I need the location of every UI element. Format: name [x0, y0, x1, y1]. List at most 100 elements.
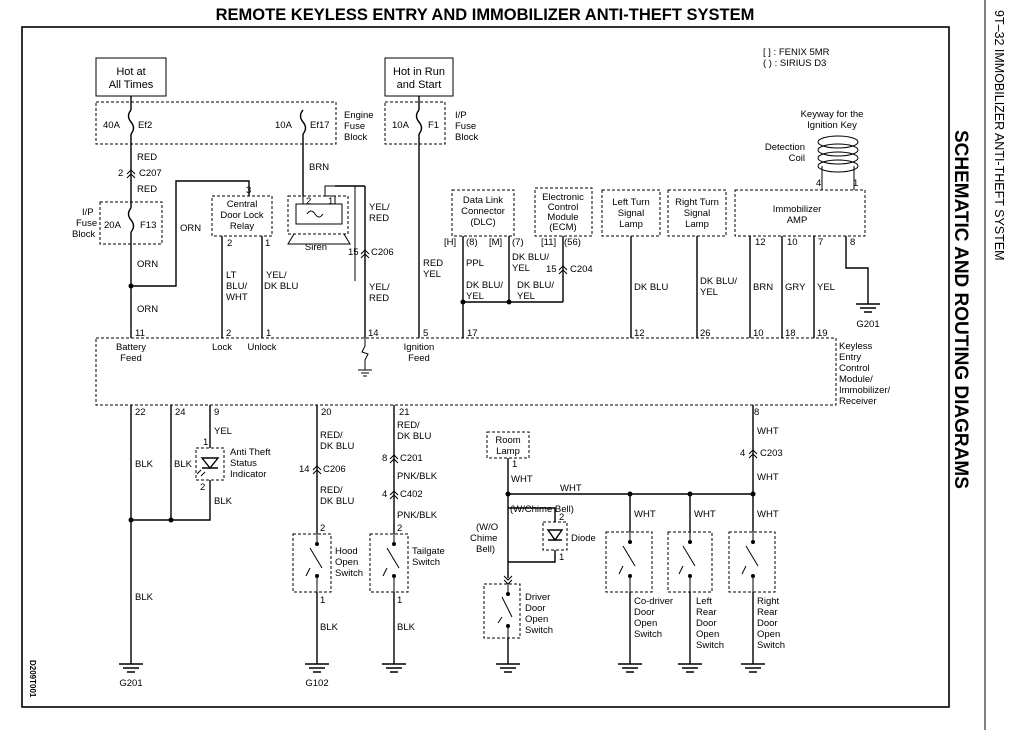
codriver-switch-label-3: Open: [634, 618, 657, 629]
wire-red-2: RED: [137, 184, 157, 195]
right-rear-switch-label-1: Right: [757, 596, 780, 607]
module-label-3: Control: [839, 363, 870, 374]
amp-pin-4: 4: [816, 178, 821, 189]
wire-red-yel-1: RED: [423, 258, 443, 269]
wire-red-dkblu-3: RED/: [320, 485, 343, 496]
wire-wht-right-2: WHT: [757, 509, 779, 520]
wire-red-yel-2: YEL: [423, 269, 441, 280]
module-pin-8: 8: [754, 407, 759, 418]
module-pin-26: 26: [700, 328, 711, 339]
module-label-4: Module/: [839, 374, 873, 385]
dlc-pin-8: (8): [466, 237, 478, 248]
wire-yel-red-3: YEL/: [369, 282, 390, 293]
ecm-label-3: Module: [547, 212, 578, 223]
wire-yel-amp: YEL: [817, 282, 835, 293]
diode-box: [542, 521, 568, 551]
c201-label: C201: [400, 453, 423, 464]
driver-switch-label-2: Door: [525, 603, 546, 614]
indicator-pin-1: 1: [203, 437, 208, 448]
ef17-label: Ef17: [310, 120, 330, 131]
ip-fuse-block-label-1: I/P: [455, 110, 467, 121]
module-label-5: Immobilizer/: [839, 385, 891, 396]
wire-orn-1: ORN: [137, 259, 158, 270]
wire-brn: BRN: [309, 162, 329, 173]
tailgate-label-1: Tailgate: [412, 546, 445, 557]
c204-label: C204: [570, 264, 593, 275]
c203-pin: 4: [740, 448, 745, 459]
amp-label-1: Immobilizer: [773, 204, 822, 215]
wire-red-dkblu-5: RED/: [397, 420, 420, 431]
hood-switch-label-3: Switch: [335, 568, 363, 579]
ecm-box: [534, 187, 593, 237]
module-pin-19: 19: [817, 328, 828, 339]
dlc-label-2: Connector: [461, 206, 505, 217]
detection-coil-label-2: Coil: [789, 153, 805, 164]
rtsl-label-1: Right Turn: [675, 197, 719, 208]
diagram-frame: [21, 26, 950, 708]
indicator-pin-2: 2: [200, 482, 205, 493]
driver-switch-icon: [497, 584, 513, 638]
module-pin-11: 11: [135, 328, 145, 339]
anti-theft-indicator-box: [195, 447, 225, 481]
module-pin-21: 21: [399, 407, 410, 418]
wire-blk-1: BLK: [135, 459, 154, 470]
siren-icon: [295, 185, 356, 281]
tailgate-label-2: Switch: [412, 557, 440, 568]
right-rear-switch-icon: [741, 532, 759, 592]
wire-red-dkblu-1: RED/: [320, 430, 343, 441]
figure-id: D209T001: [28, 660, 37, 698]
wire-yel-indicator: YEL: [214, 426, 232, 437]
wire-wht-room: WHT: [511, 474, 533, 485]
hot-at-all-times-label-1: Hot at: [116, 66, 145, 78]
ground-tailgate-icon: [382, 663, 406, 673]
ground-driver-icon: [496, 663, 520, 673]
ground-right-rear-icon: [741, 663, 765, 673]
wire-blk-hood: BLK: [320, 622, 339, 633]
keyless-entry-control-module: [95, 337, 837, 406]
siren-pin-2: 2: [306, 196, 311, 207]
wire-dkblu-yel-ecm-2: YEL: [517, 291, 535, 302]
chime-bell-label: (W/Chime Bell): [510, 504, 574, 515]
codriver-switch-icon: [618, 532, 636, 592]
f1-amperage: 10A: [392, 120, 410, 131]
amp-pin-10: 10: [787, 237, 798, 248]
c203-label: C203: [760, 448, 783, 459]
c206-label-upper: C206: [371, 247, 394, 258]
wire-blk-3: BLK: [214, 496, 233, 507]
right-rear-switch-label-4: Open: [757, 629, 780, 640]
wire-yel-dkblu-2: DK BLU: [264, 281, 298, 292]
ignition-feed-label-1: Ignition: [404, 342, 435, 353]
f1-label: F1: [428, 120, 439, 131]
battery-feed-label-2: Feed: [120, 353, 142, 364]
without-chime-label-1: (W/O: [476, 522, 498, 533]
ground-g201-right-icon: [856, 303, 880, 313]
legend-sirius: ( ) : SIRIUS D3: [763, 58, 826, 69]
c201-pin: 8: [382, 453, 387, 464]
codriver-switch-label-2: Door: [634, 607, 655, 618]
wire-red-dkblu-6: DK BLU: [397, 431, 431, 442]
legend-fenix: [ ] : FENIX 5MR: [763, 47, 830, 58]
module-pin-5: 5: [423, 328, 428, 339]
c206-pin-upper: 15: [348, 247, 359, 258]
wire-orn-2: ORN: [137, 304, 158, 315]
ground-g201-right-label: G201: [856, 319, 879, 330]
wire-ppl: PPL: [466, 258, 484, 269]
relay-label-2: Door Lock: [220, 210, 264, 221]
wire-yel-red-2: RED: [369, 213, 389, 224]
hot-in-run-label-2: and Start: [397, 79, 442, 91]
keyway-label-1: Keyway for the: [801, 109, 864, 120]
ip-fuse-block-f13-label-1: I/P: [82, 207, 94, 218]
c206-label-lower: C206: [323, 464, 346, 475]
relay-pin-3: 3: [246, 185, 251, 196]
ecm-pin-11: [11]: [541, 237, 556, 248]
right-rear-switch-label-5: Switch: [757, 640, 785, 651]
dlc-pin-m: [M]: [489, 237, 502, 248]
codriver-switch-label-1: Co-driver: [634, 596, 673, 607]
ef2-label: Ef2: [138, 120, 152, 131]
c207-label: C207: [139, 168, 162, 179]
module-pin-10: 10: [753, 328, 764, 339]
ecm-label-4: (ECM): [549, 222, 576, 233]
wire-dkblu-yel-2: YEL: [466, 291, 484, 302]
engine-fuse-block-label-1: Engine: [344, 110, 374, 121]
lock-label: Lock: [212, 342, 232, 353]
